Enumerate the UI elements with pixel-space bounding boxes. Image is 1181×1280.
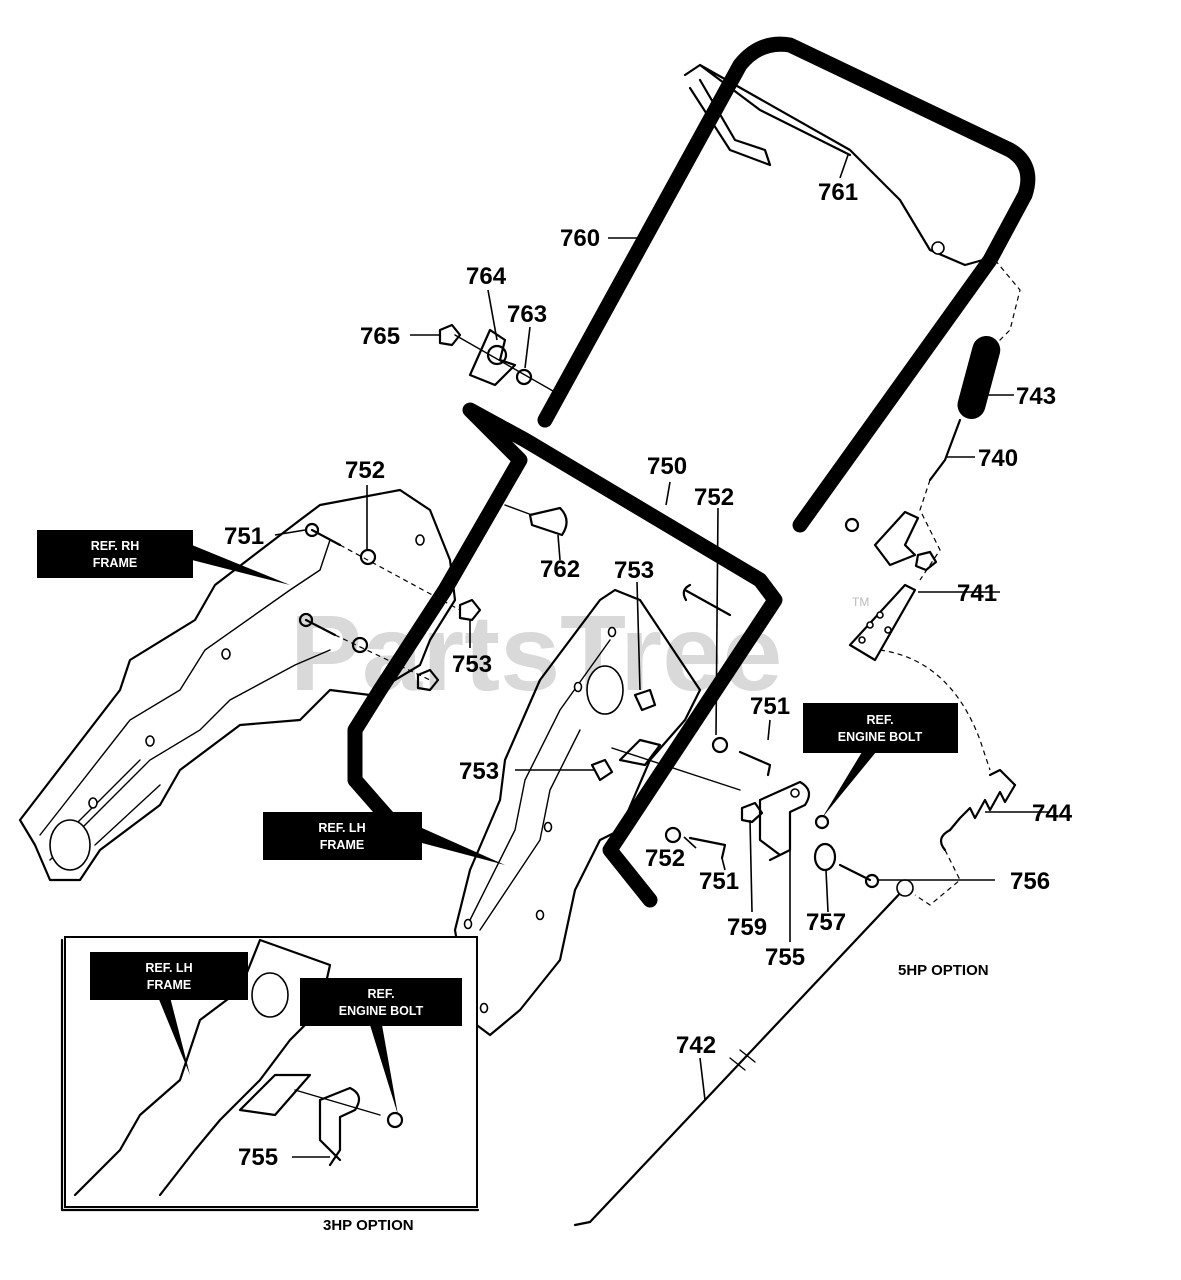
callout-762: 762 — [540, 556, 580, 583]
callout-741: 741 — [957, 580, 997, 607]
callout-744: 744 — [1032, 800, 1073, 827]
svg-text:REF. LH: REF. LH — [145, 961, 192, 975]
callout-761: 761 — [818, 179, 858, 206]
cable-boot-743 — [957, 335, 1001, 420]
callout-742: 742 — [676, 1032, 716, 1059]
callout-753-top: 753 — [614, 557, 654, 584]
ref-pointers — [158, 545, 876, 1115]
callout-753-mid: 753 — [459, 758, 499, 785]
svg-text:FRAME: FRAME — [147, 978, 191, 992]
callout-751-left: 751 — [224, 523, 264, 550]
callout-757: 757 — [806, 909, 846, 936]
caption-5hp-option: 5HP OPTION — [898, 962, 989, 979]
svg-text:REF. RH: REF. RH — [91, 539, 140, 553]
inset-ref-lh-frame-box: REF. LH FRAME — [90, 952, 248, 1000]
knob-right — [844, 510, 938, 572]
lh-frame-drawing — [453, 588, 702, 1037]
callout-740: 740 — [978, 445, 1018, 472]
svg-text:ENGINE BOLT: ENGINE BOLT — [339, 1004, 424, 1018]
cable-bracket-741 — [848, 583, 917, 662]
callout-751-bottom: 751 — [699, 868, 739, 895]
upper-handle-760 — [537, 36, 1036, 533]
callout-760: 760 — [560, 225, 600, 252]
inset-ref-engine-bolt-box: REF. ENGINE BOLT — [300, 978, 462, 1026]
svg-text:FRAME: FRAME — [320, 838, 364, 852]
knob-764 — [468, 328, 517, 387]
callout-752-top: 752 — [694, 484, 734, 511]
trademark-text: TM — [852, 595, 869, 609]
callout-743: 743 — [1016, 383, 1056, 410]
callout-752-left: 752 — [345, 457, 385, 484]
ref-rh-frame-box: REF. RH FRAME — [37, 530, 193, 578]
extension-spring-744 — [939, 768, 1017, 852]
callout-755: 755 — [765, 944, 805, 971]
svg-text:FRAME: FRAME — [93, 556, 137, 570]
nut-765 — [438, 323, 462, 347]
caption-3hp-option: 3HP OPTION — [323, 1217, 414, 1234]
svg-text:REF.: REF. — [866, 713, 893, 727]
rh-frame-drawing — [18, 488, 457, 882]
callout-756: 756 — [1010, 868, 1050, 895]
control-bail-761 — [683, 63, 992, 267]
callout-763: 763 — [507, 301, 547, 328]
ref-lh-frame-box: REF. LH FRAME — [263, 812, 422, 860]
fasteners — [298, 504, 880, 889]
cable-742 — [573, 879, 914, 1227]
callout-764: 764 — [466, 263, 507, 290]
washer-763 — [515, 368, 533, 386]
svg-text:REF. LH: REF. LH — [318, 821, 365, 835]
callout-755-inset: 755 — [238, 1144, 278, 1171]
callout-753-left: 753 — [452, 651, 492, 678]
callout-750: 750 — [647, 453, 687, 480]
callout-numbers: 760 761 764 763 765 743 740 750 752 752 … — [224, 179, 1073, 1171]
svg-text:ENGINE BOLT: ENGINE BOLT — [838, 730, 923, 744]
callout-759: 759 — [727, 914, 767, 941]
lower-handle-750 — [347, 402, 783, 908]
callout-751-mid: 751 — [750, 693, 790, 720]
callout-765: 765 — [360, 323, 400, 350]
ref-engine-bolt-box: REF. ENGINE BOLT — [803, 703, 958, 753]
leader-lines — [274, 154, 1050, 1158]
svg-text:REF.: REF. — [367, 987, 394, 1001]
callout-752-bottom: 752 — [645, 845, 685, 872]
